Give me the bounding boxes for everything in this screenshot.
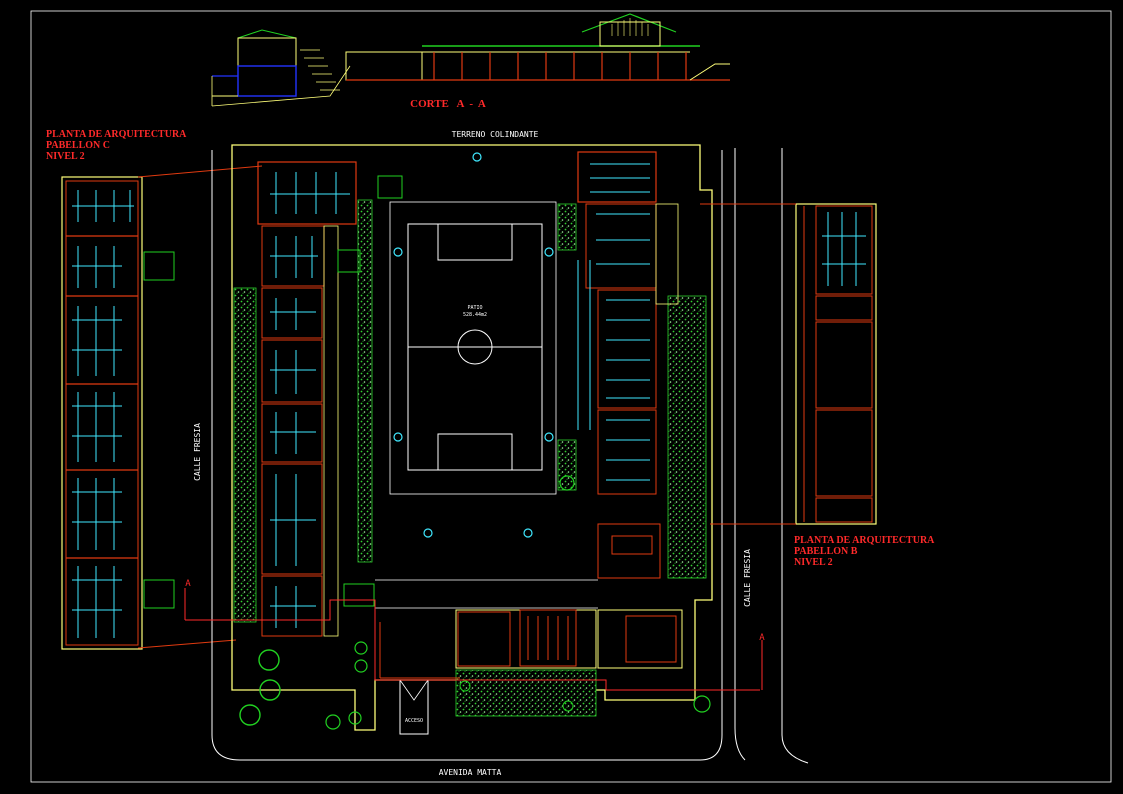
planter-right-inner-top bbox=[557, 203, 577, 251]
light-posts bbox=[393, 152, 554, 538]
patio-area-label: 528.44m2 bbox=[463, 312, 487, 318]
patio-label: PATIO bbox=[467, 305, 482, 311]
right-street-label: CALLE FRESIA bbox=[743, 549, 752, 607]
trees bbox=[239, 475, 711, 730]
street-curb-main bbox=[211, 150, 723, 761]
section-marker-right: A bbox=[759, 633, 765, 643]
top-neighbor-label: TERRENO COLINDANTE bbox=[452, 130, 539, 139]
wing-right-classrooms bbox=[577, 151, 679, 579]
section-a-a bbox=[211, 13, 730, 107]
plan-c-leader-top bbox=[137, 165, 263, 178]
wing-left-classrooms bbox=[257, 161, 357, 637]
service-block bbox=[379, 609, 683, 679]
section-marker-left: A bbox=[185, 579, 191, 589]
plan-b-title-line1: PLANTA DE ARQUITECTURA bbox=[794, 535, 935, 546]
patio-area bbox=[389, 201, 557, 495]
planter-left-inner bbox=[357, 199, 373, 563]
street-curb-right-inner bbox=[734, 148, 746, 761]
bottom-street-label: AVENIDA MATTA bbox=[439, 768, 502, 777]
plan-c-title-line2: PABELLON C bbox=[46, 140, 110, 151]
stairs bbox=[337, 175, 403, 607]
plan-c-title-line3: NIVEL 2 bbox=[46, 151, 85, 162]
section-title: CORTE A - A bbox=[410, 98, 486, 110]
pabellon-c-plan bbox=[61, 176, 175, 650]
planter-entrance bbox=[455, 669, 597, 717]
drawing-frame bbox=[30, 10, 1112, 783]
pabellon-b-plan bbox=[795, 203, 877, 525]
access-gate-arrow bbox=[399, 679, 429, 701]
planter-right bbox=[667, 295, 707, 579]
planter-left bbox=[233, 287, 257, 623]
access-gate bbox=[399, 679, 429, 735]
planter-right-inner-bottom bbox=[557, 439, 577, 491]
section-line bbox=[184, 588, 763, 691]
site-boundary bbox=[231, 144, 713, 731]
access-label: ACCESO bbox=[405, 718, 423, 724]
plan-b-title-line3: NIVEL 2 bbox=[794, 557, 833, 568]
left-street-label: CALLE FRESIA bbox=[193, 423, 202, 481]
plan-c-title-line1: PLANTA DE ARQUITECTURA bbox=[46, 129, 187, 140]
plan-b-title-line2: PABELLON B bbox=[794, 546, 858, 557]
street-curb-right-outer bbox=[781, 148, 809, 764]
football-field bbox=[407, 223, 543, 471]
plan-c-leader-bottom bbox=[137, 639, 237, 649]
